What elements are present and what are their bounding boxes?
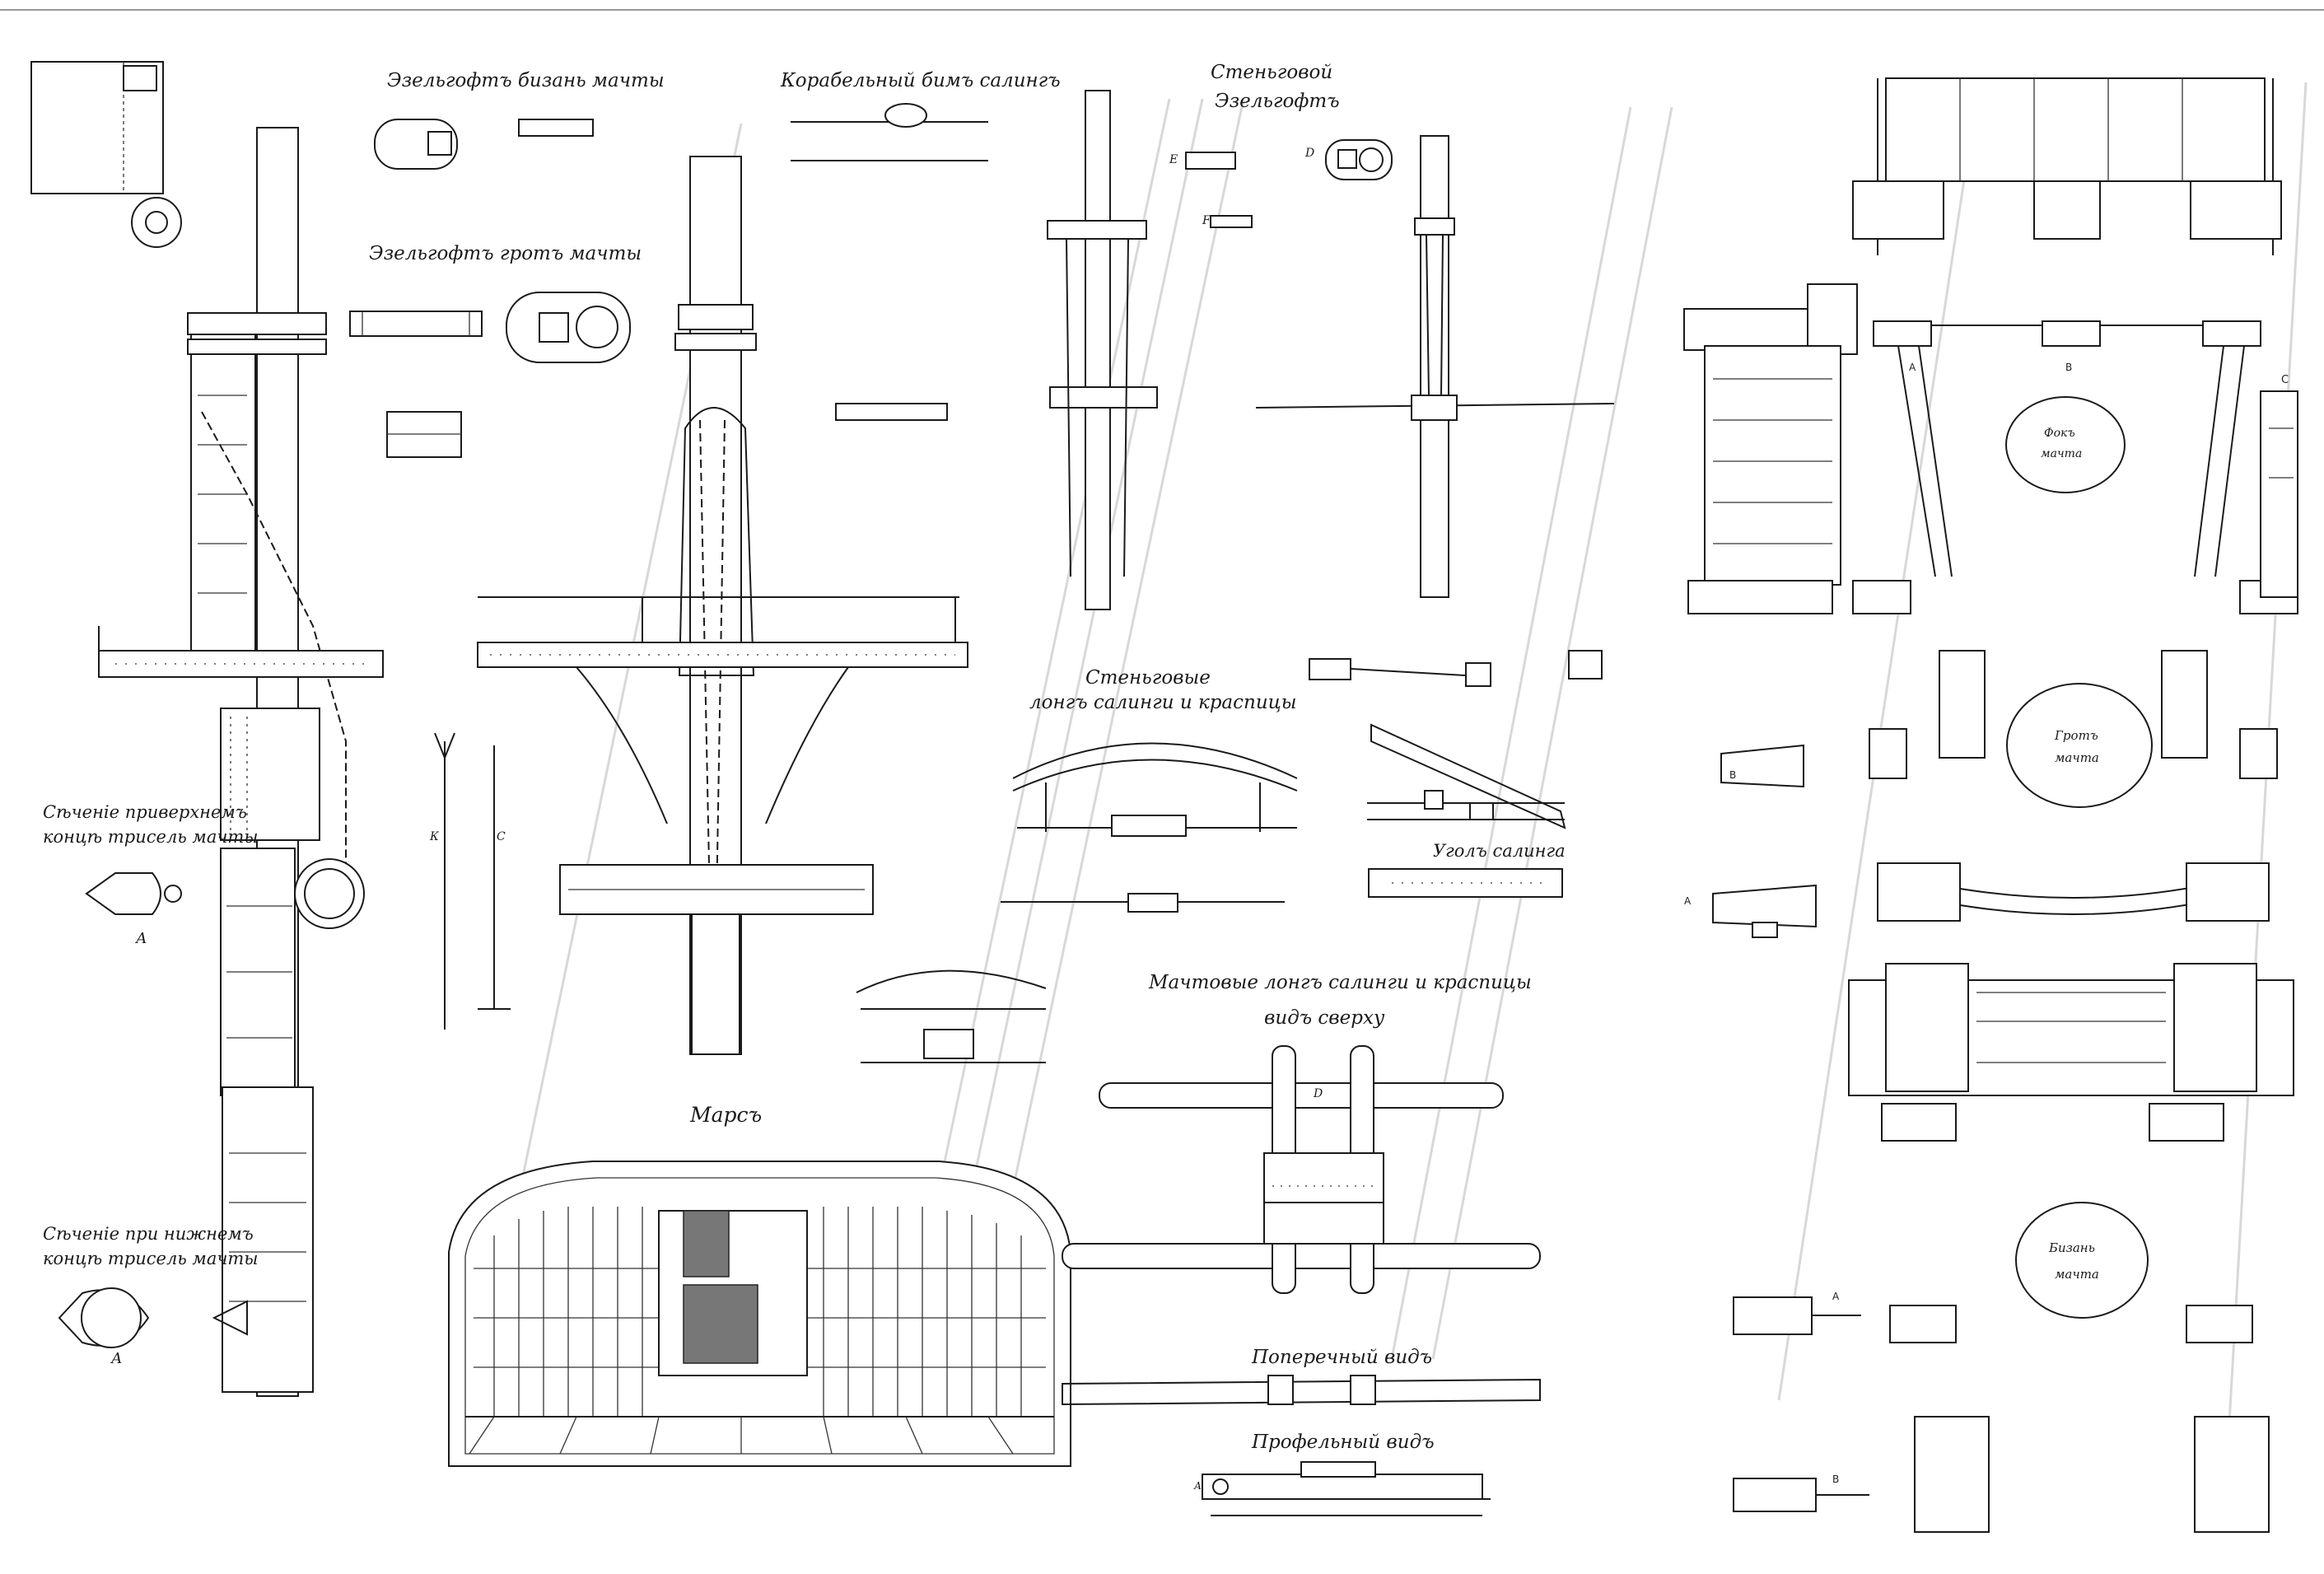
bottom-right-pieces: А В — [1733, 1291, 2270, 1533]
stengovye-caption-1: Стеньговые — [1085, 667, 1211, 689]
ugol-salinga-caption: Уголъ салинга — [1433, 841, 1566, 861]
forelock-tools: К С — [429, 732, 511, 1030]
bizan-eselsgoft-group: Эзельгофтъ бизань мачты — [374, 70, 665, 170]
bolt-pieces — [1309, 650, 1603, 687]
bizan-eselsgoft-caption: Эзельгофтъ бизань мачты — [387, 70, 665, 91]
mars-grating — [474, 1207, 1046, 1417]
bizan-circle-label-2: мачта — [2055, 1267, 2099, 1282]
stengovoy-caption-2: Эзельгофтъ — [1215, 91, 1340, 112]
eselsgoft-mark-d: D — [1304, 147, 1314, 160]
profilny-caption: Профельный видъ — [1251, 1432, 1435, 1453]
main-mast-front-view — [477, 156, 968, 1055]
ladder-mark-b: В — [2065, 362, 2072, 373]
main-mast-ladder-plan: Фокъ мачта А В — [1852, 320, 2298, 614]
mast-lower-section — [212, 1086, 314, 1393]
trestle-mark-d: D — [1313, 1087, 1323, 1100]
section-upper-mark: А — [134, 930, 147, 947]
hoop-drawing-left — [1683, 283, 1858, 614]
side-detail-c: С — [2260, 374, 2298, 598]
profilny-group: Профельный видъ А — [1193, 1432, 1491, 1516]
tool-mark-c: С — [497, 830, 506, 843]
section-lower-mark: А — [110, 1350, 123, 1367]
korabelny-bims-caption: Корабельный бимъ салингъ — [780, 70, 1061, 91]
bizan-circle-label-1: Бизань — [2048, 1240, 2095, 1255]
salinga-corner-group: Уголъ салинга — [1367, 723, 1566, 898]
poperechny-group: Поперечный видъ — [1062, 1347, 1541, 1406]
section-lower-caption-2: концѣ трисель мачты — [43, 1249, 258, 1268]
grot-mast-group: Гротъ мачта В — [1720, 650, 2278, 808]
band-mark-a: А — [1684, 895, 1692, 907]
grot-eselsgoft-caption: Эзельгофтъ гротъ мачты — [369, 243, 642, 264]
bracket-top-left — [30, 61, 182, 248]
section-upper-caption-2: концѣ трисель мачты — [43, 827, 258, 847]
mars-top-plan: Марсъ — [448, 1103, 1071, 1467]
mars-caption: Марсъ — [689, 1103, 762, 1127]
side-detail-mark: С — [2281, 374, 2289, 386]
fok-circle-label-1: Фокъ — [2044, 427, 2075, 440]
band-drawing: А — [1684, 862, 2270, 938]
stengovye-group: Стеньговые лонгъ салинги и краспицы — [1001, 667, 1298, 913]
topmast-front-view — [1255, 135, 1615, 598]
korabelny-bims-group: Корабельный бимъ салингъ — [780, 70, 1061, 421]
section-upper-caption: Сѣченіе приверхнемъ — [43, 802, 247, 822]
eselsgoft-mark-f: F — [1202, 214, 1211, 227]
poperechny-caption: Поперечный видъ — [1251, 1347, 1432, 1368]
small-crosstree-left — [856, 969, 1047, 1063]
stengovoy-eselsgoft-group: Стеньговой Эзельгофтъ Е D F — [1169, 62, 1393, 228]
machtovye-group: Мачтовые лонгъ салинги и краспицы видъ с… — [1062, 972, 1541, 1294]
stengovoy-caption-1: Стеньговой — [1211, 62, 1332, 83]
grot-circle-label-2: мачта — [2055, 750, 2099, 765]
grot-eselsgoft-group: Эзельгофтъ гротъ мачты — [349, 243, 642, 458]
grot-circle-label-1: Гротъ — [2054, 728, 2098, 743]
section-upper: Сѣченіе приверхнемъ концѣ трисель мачты … — [43, 802, 258, 947]
top-platform-left — [98, 626, 384, 678]
section-lower: Сѣченіе при нижнемъ концѣ трисель мачты … — [43, 1224, 258, 1367]
eselsgoft-mark-e: Е — [1169, 153, 1178, 166]
fok-circle-label-2: мачта — [2041, 447, 2082, 460]
tool-mark-k: К — [429, 830, 440, 843]
topmast-side-view — [1047, 90, 1158, 610]
grot-bar-mark: В — [1729, 769, 1736, 781]
bottom-mark-a: А — [1832, 1291, 1840, 1302]
profile-mark-a: А — [1193, 1480, 1202, 1492]
machtovye-caption-1: Мачтовые лонгъ салинги и краспицы — [1148, 972, 1532, 993]
mizzen-plan-group: Бизань мачта — [1848, 963, 2294, 1319]
bottom-mark-b: В — [1832, 1474, 1839, 1485]
ladder-mark-a: А — [1909, 362, 1916, 373]
machtovye-caption-2: видъ сверху — [1264, 1007, 1385, 1029]
top-frame-plan — [1852, 77, 2282, 255]
stengovye-caption-2: лонгъ салинги и краспицы — [1029, 692, 1296, 713]
section-lower-caption: Сѣченіе при нижнемъ — [43, 1224, 254, 1244]
